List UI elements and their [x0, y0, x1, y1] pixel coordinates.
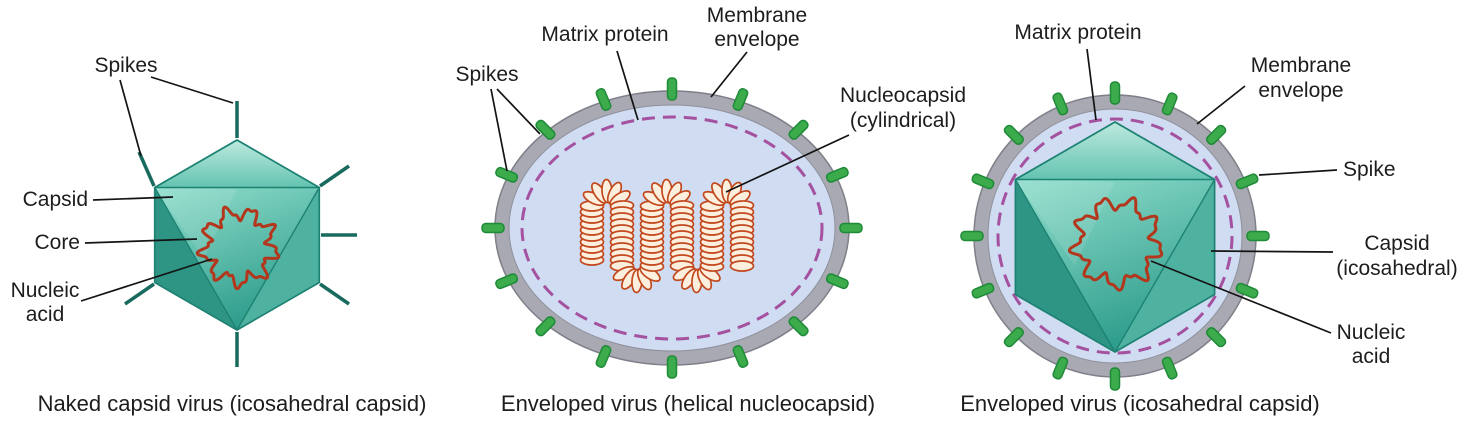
label-membrane-envelope-line1: Membrane — [1251, 54, 1351, 77]
envelope-spike — [1235, 173, 1259, 190]
envelope-spike — [732, 88, 749, 112]
envelope-spike — [481, 222, 505, 234]
naked-virus-spikes — [124, 101, 357, 367]
envelope-spike — [595, 344, 612, 368]
envelope-spike — [732, 344, 749, 368]
leader-line — [1086, 48, 1097, 121]
capsid-icosahedron — [155, 140, 320, 330]
envelope-spike — [1161, 356, 1178, 380]
envelope-spike — [1052, 92, 1069, 116]
label-nucleocapsid-line2: (cylindrical) — [850, 109, 956, 132]
label-spikes: Spikes — [94, 54, 157, 77]
envelope-spike — [1205, 124, 1227, 146]
envelope-spike — [839, 222, 863, 234]
envelope-spike — [1235, 282, 1259, 299]
leader-line — [1210, 250, 1334, 253]
nucleic-acid-coil — [195, 205, 281, 291]
leader-line — [725, 134, 850, 193]
envelope-spike — [495, 273, 519, 290]
label-capsid-line2: (icosahedral) — [1336, 257, 1457, 280]
capsid-spike — [137, 151, 156, 187]
leader-line — [710, 51, 748, 98]
capsid-spike — [124, 282, 155, 306]
leader-lines-icosahedral — [1086, 48, 1338, 334]
capsid-spike — [319, 164, 350, 188]
leader-line — [84, 238, 198, 244]
leader-lines-naked — [80, 76, 234, 302]
label-membrane-envelope-line2: envelope — [1258, 79, 1343, 102]
leader-line — [80, 258, 213, 302]
label-membrane-envelope-line2: envelope — [714, 28, 799, 51]
caption-enveloped-helical: Enveloped virus (helical nucleocapsid) — [501, 391, 875, 416]
envelope-spike — [535, 119, 556, 140]
label-core: Core — [34, 231, 80, 254]
label-spike: Spike — [1343, 158, 1396, 181]
matrix-protein-layer — [520, 115, 824, 341]
label-nucleic-acid-line1: Nucleic — [1337, 321, 1406, 344]
envelope-spike — [1246, 230, 1270, 242]
envelope-spike — [1052, 356, 1069, 380]
leader-line — [92, 196, 174, 201]
leader-line — [119, 79, 142, 157]
envelope-spike — [666, 77, 678, 101]
envelope-spike — [495, 166, 519, 183]
envelope-spike — [1003, 326, 1025, 348]
matrix-protein-layer — [996, 117, 1234, 355]
envelope-spike — [1109, 81, 1121, 105]
caption-enveloped-icosahedral: Enveloped virus (icosahedral capsid) — [960, 391, 1320, 416]
label-membrane-envelope-line1: Membrane — [707, 4, 807, 27]
label-nucleic-acid-line2: acid — [1352, 345, 1391, 368]
leader-line — [1150, 260, 1332, 334]
label-nucleic-acid-line1: Nucleic — [11, 279, 80, 302]
leader-lines-helical — [490, 50, 850, 193]
envelope-spikes — [481, 77, 863, 379]
envelope-spike — [1003, 124, 1025, 146]
label-nucleic-acid-line2: acid — [26, 303, 65, 326]
caption-naked-capsid-virus: Naked capsid virus (icosahedral capsid) — [38, 391, 427, 416]
nucleocapsid-coil — [729, 260, 755, 272]
envelope-spike — [825, 273, 849, 290]
leader-line — [150, 76, 234, 104]
envelope-spike — [825, 166, 849, 183]
label-matrix-protein: Matrix protein — [541, 23, 668, 46]
leader-line — [1196, 85, 1246, 125]
nucleic-acid-coil — [1067, 196, 1164, 292]
leader-line — [496, 88, 541, 135]
envelope-spike — [788, 119, 809, 140]
envelope-spike — [1109, 367, 1121, 391]
leader-line — [1258, 169, 1338, 176]
label-capsid: Capsid — [23, 188, 88, 211]
envelope-spike — [535, 316, 556, 337]
panel-enveloped-icosahedral: Matrix protein Membrane envelope Spike C… — [960, 21, 1458, 416]
panel-enveloped-helical: Spikes Matrix protein Membrane envelope … — [455, 4, 966, 416]
label-capsid-line1: Capsid — [1364, 232, 1429, 255]
envelope-spike — [595, 88, 612, 112]
label-matrix-protein: Matrix protein — [1014, 21, 1141, 44]
panel-naked-capsid-virus: Spikes Capsid Core Nucleic acid Naked ca… — [11, 54, 427, 416]
envelope-spike — [1161, 92, 1178, 116]
label-nucleocapsid-line1: Nucleocapsid — [840, 84, 966, 107]
envelope-spikes — [960, 81, 1270, 391]
leader-line — [490, 88, 508, 172]
envelope-spike — [788, 316, 809, 337]
capsid-spike — [319, 282, 350, 306]
envelope-spike — [666, 355, 678, 379]
envelope-spike — [971, 173, 995, 190]
envelope-spike — [1205, 326, 1227, 348]
envelope-spike — [971, 282, 995, 299]
leader-line — [616, 50, 639, 121]
label-spikes: Spikes — [455, 63, 518, 86]
envelope-spike — [960, 230, 984, 242]
